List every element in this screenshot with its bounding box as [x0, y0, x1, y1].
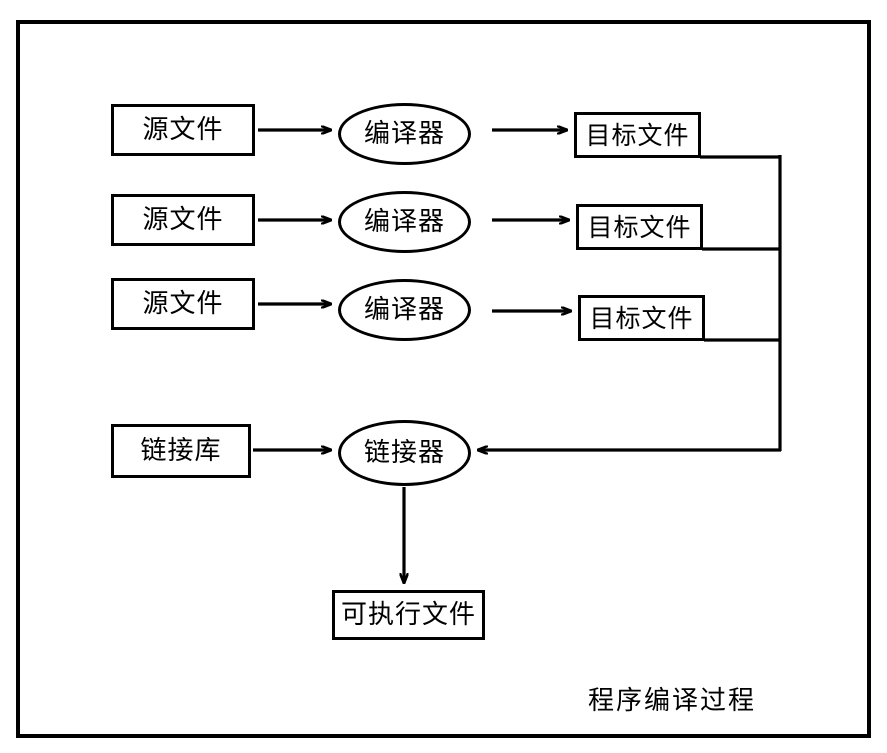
- node-source-file-1[interactable]: 源文件: [111, 104, 255, 156]
- node-source-file-2-label: 源文件: [142, 205, 224, 235]
- node-object-file-3[interactable]: 目标文件: [578, 295, 705, 341]
- node-object-file-1[interactable]: 目标文件: [574, 112, 701, 158]
- node-source-file-3[interactable]: 源文件: [111, 278, 255, 330]
- node-source-file-1-label: 源文件: [142, 115, 224, 145]
- node-object-file-1-label: 目标文件: [585, 120, 690, 150]
- node-compiler-3-label: 编译器: [363, 295, 445, 325]
- node-linker-label: 链接器: [363, 438, 445, 468]
- node-executable-file-label: 可执行文件: [340, 600, 476, 630]
- node-executable-file[interactable]: 可执行文件: [332, 590, 485, 640]
- node-compiler-1[interactable]: 编译器: [338, 103, 471, 165]
- node-object-file-2[interactable]: 目标文件: [576, 204, 703, 250]
- node-source-file-2[interactable]: 源文件: [111, 194, 255, 246]
- diagram-caption: 程序编译过程: [588, 686, 757, 716]
- node-compiler-3[interactable]: 编译器: [338, 279, 471, 341]
- node-linker[interactable]: 链接器: [338, 420, 471, 486]
- node-link-library-label: 链接库: [140, 436, 222, 466]
- node-compiler-1-label: 编译器: [363, 119, 445, 149]
- node-object-file-2-label: 目标文件: [587, 212, 692, 242]
- node-link-library[interactable]: 链接库: [111, 424, 251, 478]
- node-object-file-3-label: 目标文件: [589, 303, 694, 333]
- node-source-file-3-label: 源文件: [142, 289, 224, 319]
- node-compiler-2[interactable]: 编译器: [338, 191, 471, 253]
- node-compiler-2-label: 编译器: [363, 207, 445, 237]
